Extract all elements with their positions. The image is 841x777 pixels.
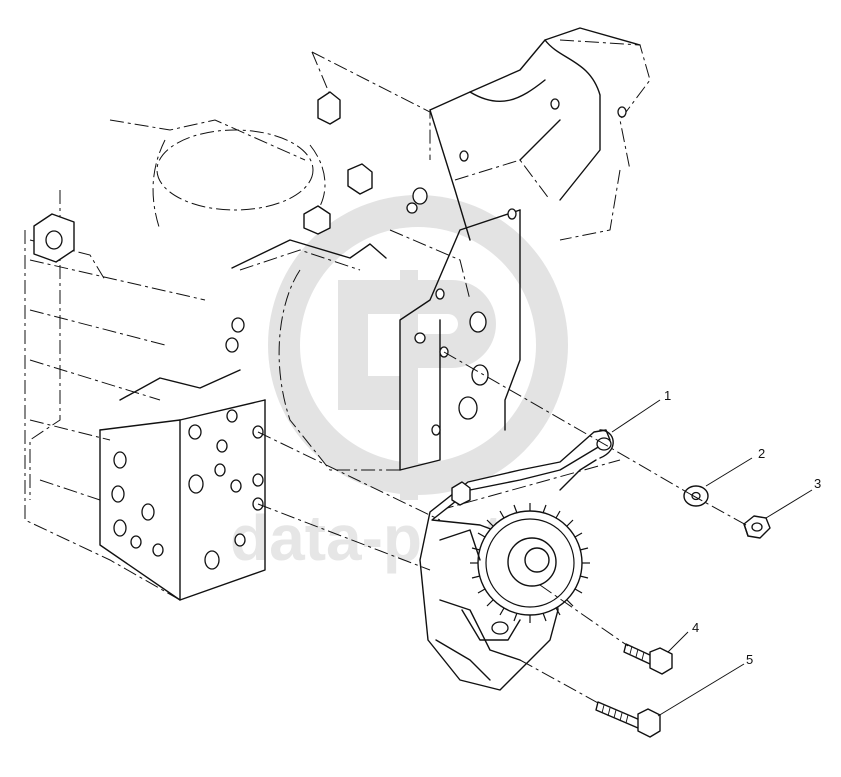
engine-block-hidden-lines [24,39,651,601]
assembly-centerlines [257,351,749,705]
oil-pump-assembly [419,429,614,691]
callout-5: 5 [746,652,753,667]
callout-4: 4 [692,620,699,635]
callout-2: 2 [758,446,765,461]
watermark-logo [268,195,568,500]
engine-mount-holes [111,98,627,570]
callout-1: 1 [664,388,671,403]
gear-teeth [470,503,590,623]
hex-nut-part-3 [743,515,771,539]
bolt-part-5 [595,701,661,738]
washer-part-2 [683,485,709,507]
bolt-part-4 [623,643,673,675]
engine-block-outline [33,27,641,601]
callout-leaders [611,399,813,717]
callout-3: 3 [814,476,821,491]
